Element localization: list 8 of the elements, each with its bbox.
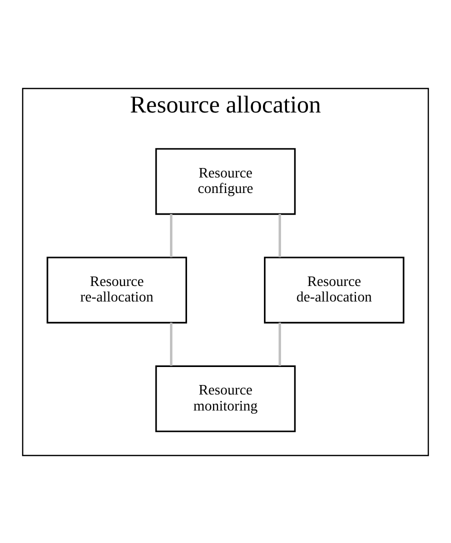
node-box: Resource configure — [155, 148, 296, 214]
node-box: Resource re-allocation — [46, 256, 188, 323]
connector — [278, 214, 282, 257]
node-box: Resource de-allocation — [264, 256, 404, 323]
connector — [278, 322, 282, 366]
connector — [170, 214, 172, 257]
node-box: Resource monitoring — [155, 364, 296, 432]
connector — [170, 322, 172, 366]
